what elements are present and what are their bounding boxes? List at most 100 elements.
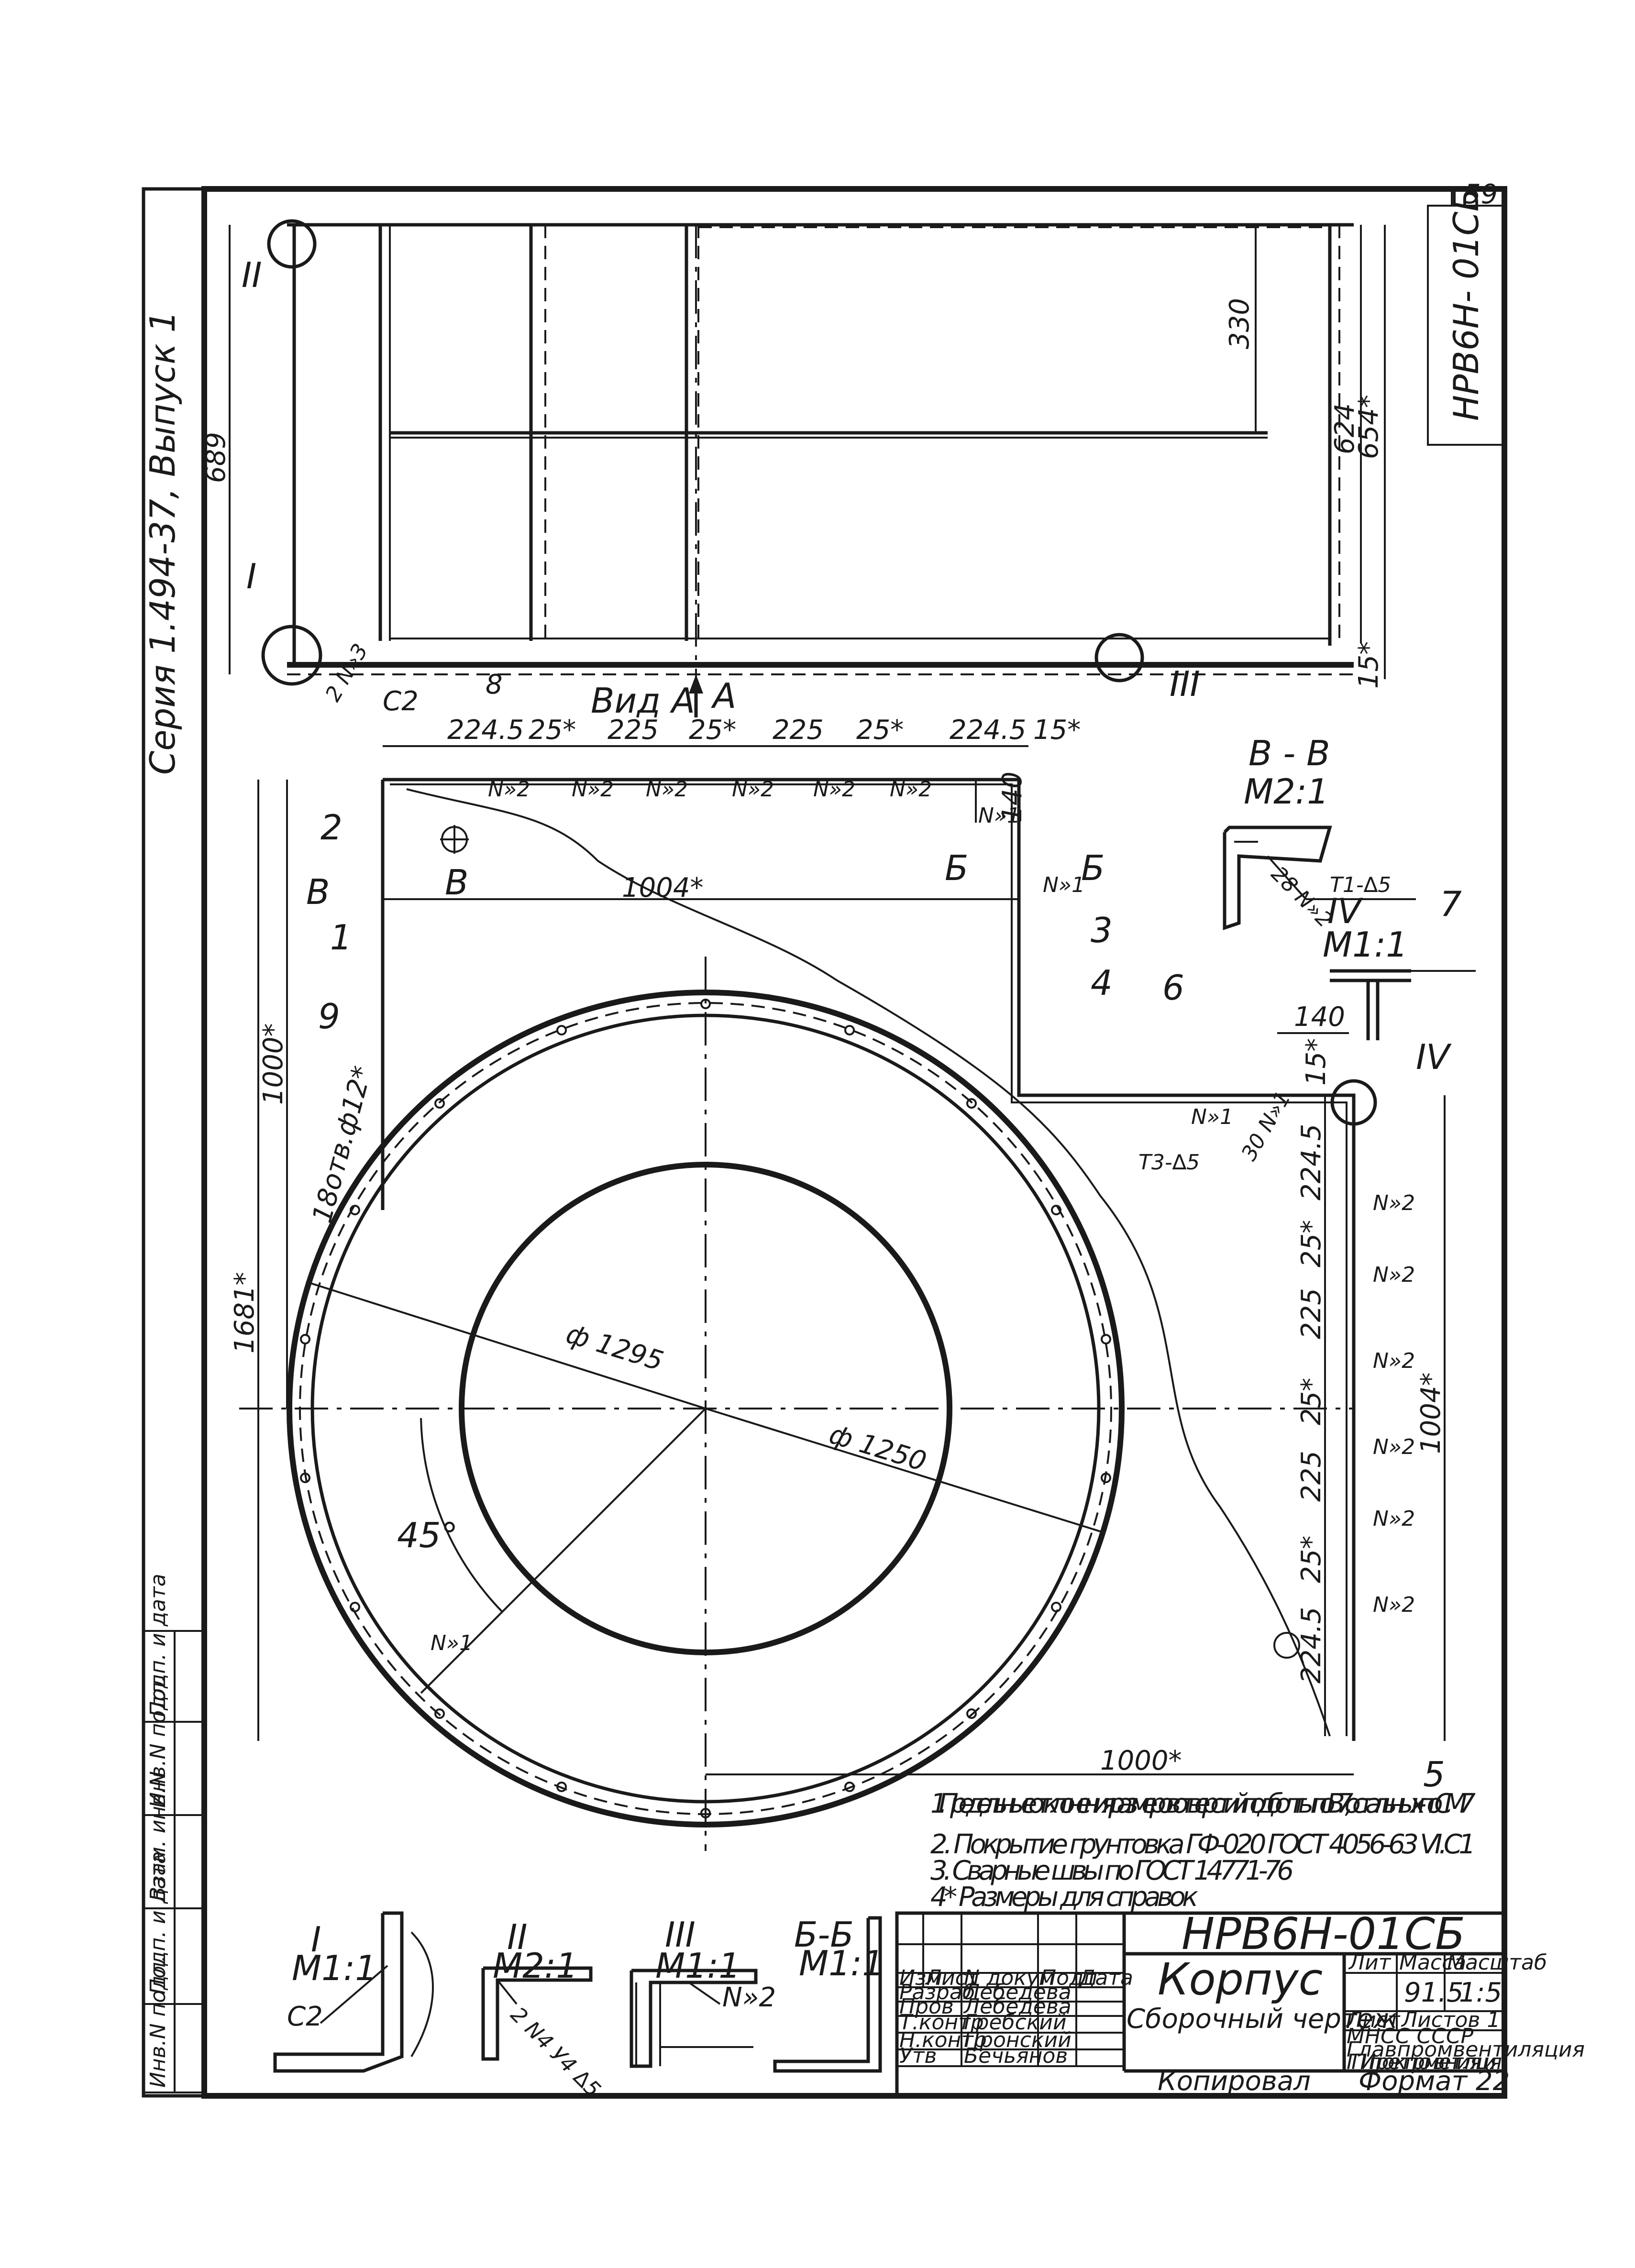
arrow-a-label: А bbox=[711, 676, 736, 716]
title-row-5-name: Бечьянов bbox=[964, 2044, 1068, 2068]
side-chain-6: 25* bbox=[1296, 1536, 1327, 1583]
copied-by: Копировал bbox=[1158, 2066, 1311, 2097]
margin-label-4: Инв.N подл. bbox=[146, 1675, 170, 1808]
weld-n1-corner: N»1 bbox=[1191, 1105, 1233, 1129]
title-row-2-role: Пров bbox=[899, 1994, 954, 2019]
top-chain-4: 25* bbox=[689, 715, 736, 746]
callout-IV-plan: IV bbox=[1416, 1037, 1452, 1077]
plan-view bbox=[381, 778, 1377, 1741]
weld-n1-flange: N»1 bbox=[431, 1631, 473, 1655]
dim-1000-bottom: 1000* bbox=[1100, 1745, 1182, 1776]
title-hdr-list: Лист bbox=[925, 1966, 980, 1990]
callout-III: III bbox=[1170, 664, 1200, 704]
note-1: 1. Предельные отклонения размеров отверс… bbox=[930, 1788, 1476, 1819]
weld-n2-side-5: N»2 bbox=[1373, 1507, 1415, 1531]
title-col-scale: Масштаб bbox=[1447, 1950, 1547, 1975]
section-iv-scale: М1:1 bbox=[1323, 925, 1408, 965]
title-org-1: МНСС СССР bbox=[1347, 2024, 1474, 2048]
title-org-3: ГПИ проектпромвентиляция bbox=[1347, 2050, 1502, 2074]
section-vv-t1: Т1-∆5 bbox=[1330, 873, 1391, 897]
title-block-grid bbox=[895, 1911, 1506, 2097]
weld-n1-top: N»1 bbox=[978, 804, 1020, 828]
detail-BB-title: Б-Б bbox=[794, 1915, 854, 1955]
pos-6: 6 bbox=[1162, 968, 1184, 1008]
pos-3: 3 bbox=[1091, 910, 1113, 950]
weld-n2-top-5: N»2 bbox=[813, 777, 855, 802]
section-vv-28: 28 N»2 bbox=[1266, 862, 1337, 933]
margin-label-3: Взам. инв.N bbox=[146, 1771, 170, 1901]
title-hdr-date: Дата bbox=[1078, 1966, 1133, 1990]
margin-label-2: Подп. и дата bbox=[146, 1851, 170, 1994]
cut-bb-left: Б bbox=[945, 848, 968, 888]
pos-4: 4 bbox=[1091, 963, 1113, 1003]
dim-15-elev: 15* bbox=[1353, 641, 1384, 689]
title-hdr-izm: Изм bbox=[899, 1966, 942, 1990]
margin-strip bbox=[143, 1630, 205, 2093]
title-row-5-role: Утв bbox=[899, 2044, 937, 2068]
top-chain-1: 224.5 bbox=[447, 715, 524, 746]
note-4: 4* Размеры для справок bbox=[930, 1882, 1198, 1913]
top-chain-5: 225 bbox=[773, 715, 824, 746]
detail-III-scale: М1:1 bbox=[655, 1946, 740, 1986]
weld-n2-top-6: N»2 bbox=[890, 777, 932, 802]
plan-dimension-lines bbox=[257, 745, 1446, 1775]
detail-II-title: II bbox=[507, 1917, 527, 1957]
weld-n1-mid: N»1 bbox=[1043, 873, 1085, 897]
margin-label-1: Инв.N подл. bbox=[146, 1955, 170, 2088]
view-a-arrow bbox=[689, 674, 703, 717]
title-doc-code: НРВ6Н-01СБ bbox=[1182, 1908, 1465, 1960]
detail-II-scale: М2:1 bbox=[493, 1946, 578, 1986]
weld-n2-top-4: N»2 bbox=[732, 777, 774, 802]
elevation-dimensions bbox=[229, 225, 1386, 679]
dim-330: 330 bbox=[1224, 298, 1255, 349]
detail-BB-scale: М1:1 bbox=[799, 1943, 884, 1983]
detail-I-title: I bbox=[311, 1919, 321, 1960]
side-chain-2: 25* bbox=[1296, 1220, 1327, 1267]
detail-I bbox=[273, 1911, 434, 2073]
marker-fillet: 2 N»3 bbox=[320, 639, 373, 705]
detail-II bbox=[481, 1966, 593, 2061]
detail-III bbox=[630, 1969, 758, 2068]
top-chain-3: 225 bbox=[608, 715, 659, 746]
detail-BB bbox=[773, 1916, 882, 2073]
detail-III-title: III bbox=[665, 1915, 696, 1955]
dim-phi1250: ф 1250 bbox=[826, 1419, 930, 1477]
dim-689: 689 bbox=[200, 432, 232, 483]
title-sheets: Листов 1 bbox=[1401, 2008, 1500, 2032]
top-chain-8: 15* bbox=[1033, 715, 1081, 746]
weld-n2-side-2: N»2 bbox=[1373, 1263, 1415, 1287]
pos-7: 7 bbox=[1440, 884, 1462, 924]
side-chain-4: 25* bbox=[1296, 1378, 1327, 1425]
top-chain-7: 224.5 bbox=[950, 715, 1026, 746]
side-chain-1: 224.5 bbox=[1296, 1124, 1327, 1200]
view-a-label: Вид А bbox=[591, 681, 695, 721]
sheet-frame bbox=[142, 186, 1507, 2099]
margin-label-5: Подп. и дата bbox=[146, 1574, 170, 1717]
format-label: Формат 22 bbox=[1359, 2066, 1510, 2097]
weld-n2-top-1: N»2 bbox=[488, 777, 530, 802]
flange-circles bbox=[239, 957, 1354, 1851]
detail-III-label: N»2 bbox=[722, 1982, 776, 2013]
title-row-1-role: Разраб bbox=[899, 1980, 975, 2004]
title-scale: 1:5 bbox=[1459, 1977, 1502, 2008]
weld-t3: Т3-∆5 bbox=[1138, 1150, 1200, 1175]
title-row-2-name: Лебедева bbox=[963, 1994, 1072, 2019]
dim-angle45: 45° bbox=[397, 1515, 458, 1555]
title-row-3-role: Т.контр bbox=[899, 2010, 984, 2035]
title-sheet: Лист bbox=[1346, 2008, 1401, 2032]
top-chain-2: 25* bbox=[529, 715, 576, 746]
dim-140-top: 140 bbox=[997, 771, 1028, 823]
dim-654: 654* bbox=[1353, 395, 1384, 459]
weld-n2-side-3: N»2 bbox=[1373, 1349, 1415, 1373]
weld-n2-top-2: N»2 bbox=[572, 777, 614, 802]
pos-2: 2 bbox=[320, 807, 342, 848]
series-text: Серия 1.494-37, Выпуск 1 bbox=[143, 311, 183, 775]
weld-n2-side-4: N»2 bbox=[1373, 1435, 1415, 1459]
dim-1004-side: 1004* bbox=[1415, 1372, 1447, 1454]
side-code: НРВ6Н- 01СБ bbox=[1446, 188, 1486, 421]
dim-1681: 1681* bbox=[229, 1272, 260, 1354]
title-col-mass: Масса bbox=[1399, 1950, 1466, 1975]
detail-I-label: С2 bbox=[287, 2001, 323, 2032]
title-hdr-podp: Подп bbox=[1040, 1966, 1097, 1990]
